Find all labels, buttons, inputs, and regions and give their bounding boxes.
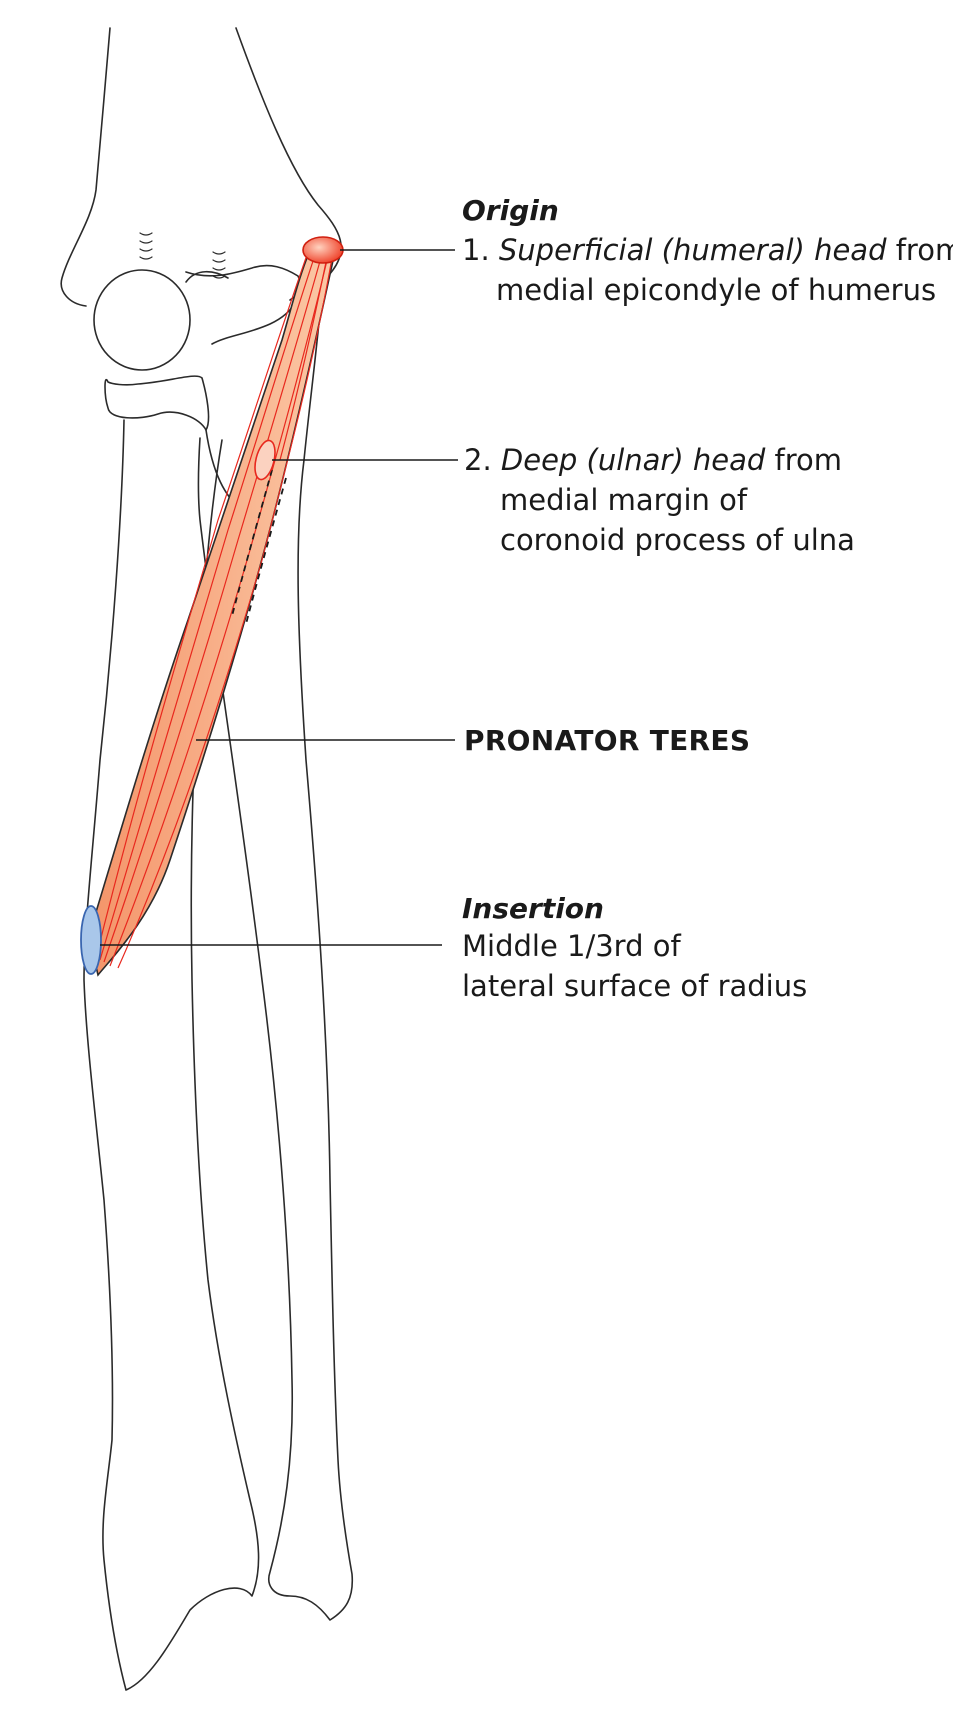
origin-item-2-number: 2. bbox=[464, 443, 492, 477]
origin-item-2-rest: from bbox=[765, 443, 843, 477]
insertion-line1: Middle 1/3rd of bbox=[462, 929, 681, 963]
capitulum bbox=[185, 264, 302, 345]
radial-neck bbox=[104, 375, 210, 431]
radial-head-outline bbox=[93, 269, 191, 371]
articular-marks bbox=[139, 232, 226, 279]
origin-item-1-number: 1. bbox=[462, 233, 490, 267]
insertion-marker bbox=[80, 905, 102, 975]
muscle-name-label: PRONATOR TERES bbox=[464, 724, 751, 757]
origin-item-2-line3: coronoid process of ulna bbox=[500, 523, 855, 557]
ulna-outline bbox=[197, 289, 354, 1621]
origin-deep-head-marker bbox=[254, 439, 276, 481]
origin-superficial-head-marker bbox=[302, 236, 344, 264]
origin-item-2-line2: medial margin of bbox=[500, 483, 748, 517]
origin-item-1-rest: from bbox=[895, 233, 953, 267]
insertion-heading: Insertion bbox=[462, 892, 604, 925]
deep-head-dashes bbox=[231, 469, 287, 625]
origin-item-1-line2: medial epicondyle of humerus bbox=[496, 273, 937, 307]
insertion-line2: lateral surface of radius bbox=[462, 969, 808, 1003]
humerus-outline bbox=[60, 27, 111, 307]
origin-item-1-italic: Superficial (humeral) head bbox=[498, 233, 887, 267]
origin-item-2: 2. Deep (ulnar) head from bbox=[464, 440, 842, 481]
pronator-teres-muscle bbox=[80, 236, 344, 977]
origin-item-1: 1. Superficial (humeral) head from bbox=[462, 230, 953, 271]
origin-heading: Origin bbox=[462, 194, 559, 227]
origin-item-2-italic: Deep (ulnar) head bbox=[500, 443, 766, 477]
